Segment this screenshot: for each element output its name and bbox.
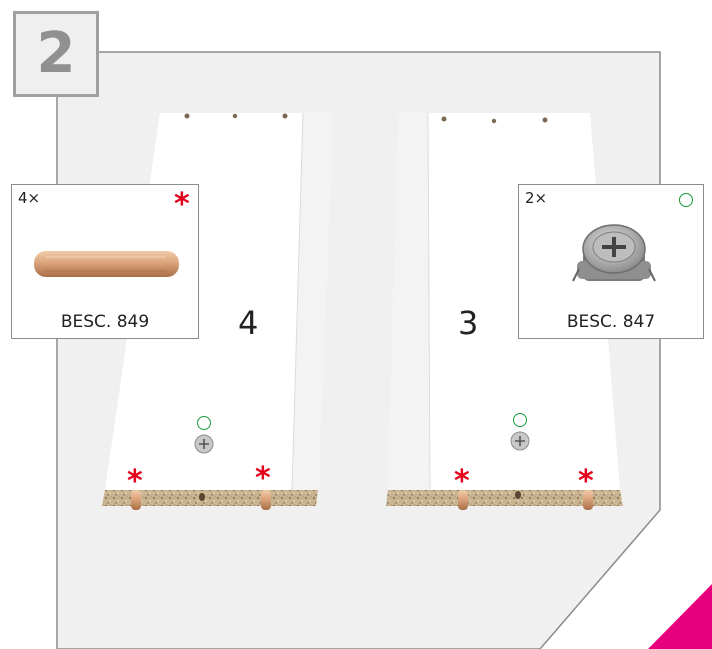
circle-marker [513,413,527,427]
page-corner-accent [648,584,712,649]
part-code: BESC. 847 [519,312,703,332]
part-code: BESC. 849 [12,312,198,332]
wooden-dowel-icon [26,245,186,285]
part-quantity: 2× [525,189,547,207]
step-number-box: 2 [13,11,99,97]
circle-marker [197,416,211,430]
circle-marker [679,193,693,207]
part-box-dowel: 4× * BESC. 849 [11,184,199,339]
step-number: 2 [37,26,76,82]
part-quantity: 4× [18,189,40,207]
panel-number-3: 3 [458,307,478,339]
star-marker: * [454,467,470,497]
panel-number-4: 4 [238,307,258,339]
cam-lock-fitting-icon [569,211,659,301]
star-marker: * [127,467,143,497]
star-marker: * [174,190,190,220]
part-box-cam-lock: 2× BESC. 847 [518,184,704,339]
star-marker: * [255,464,271,494]
star-marker: * [578,467,594,497]
